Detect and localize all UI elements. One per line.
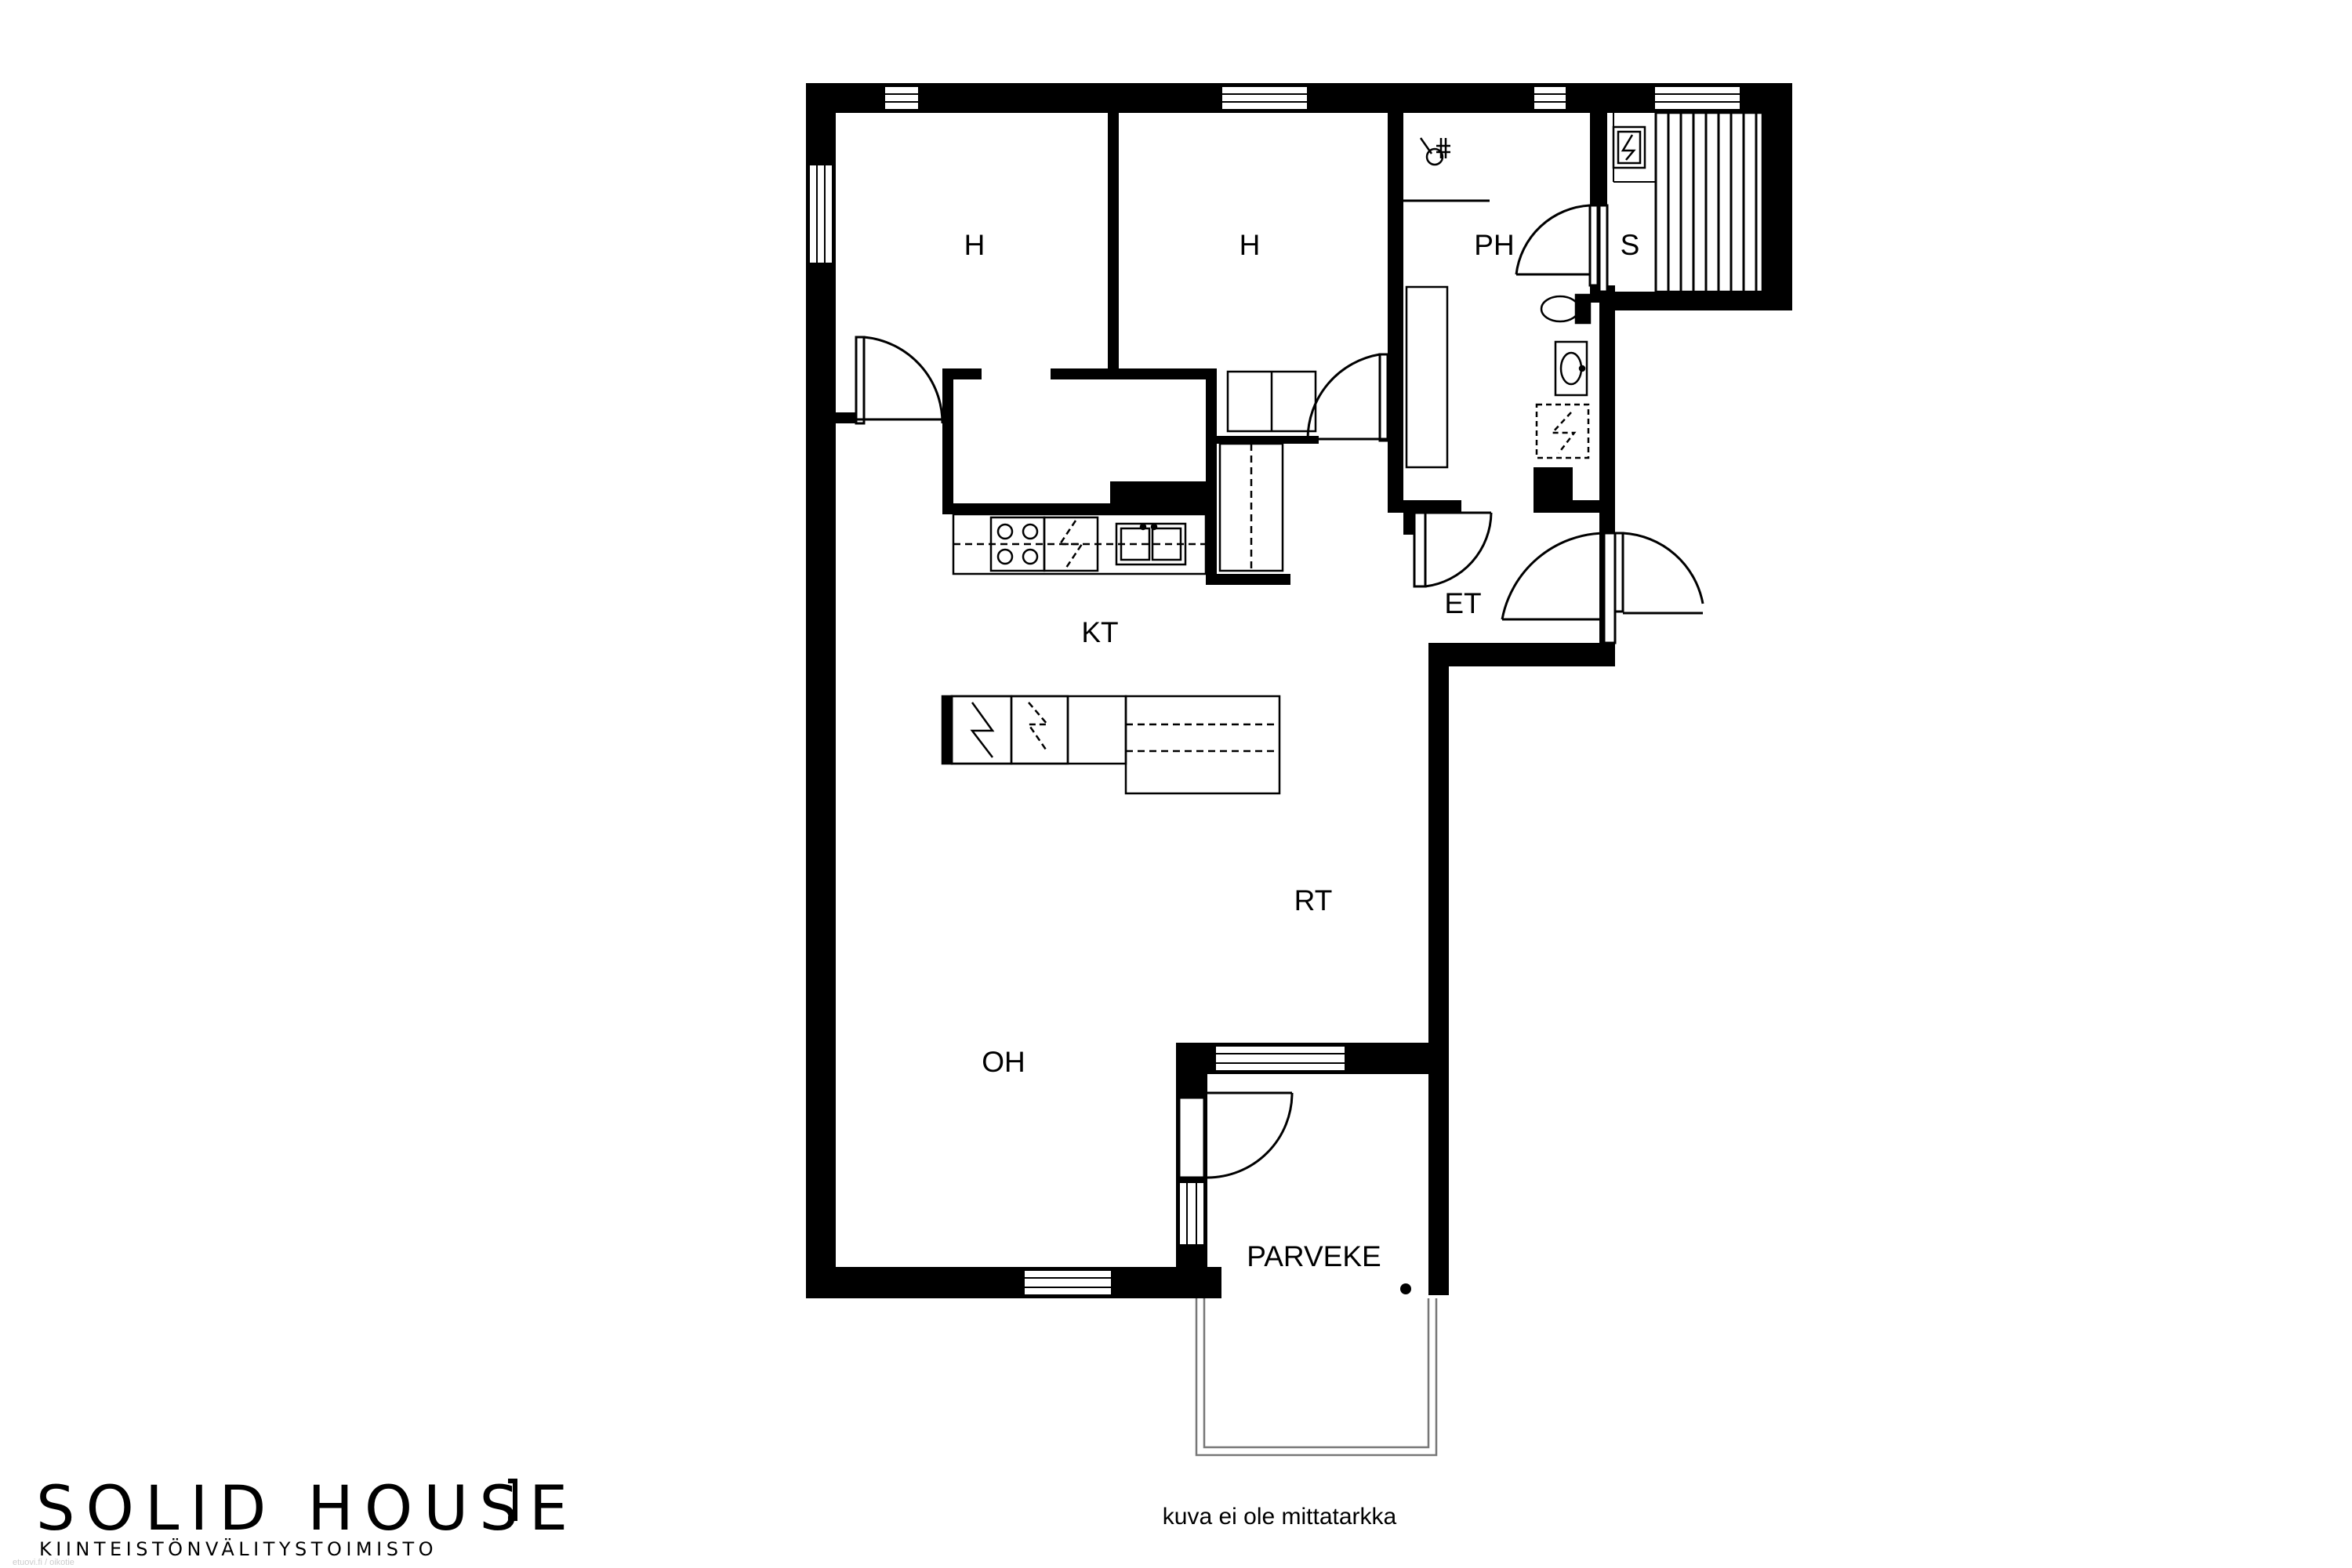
wall-bath-bottom [1388, 500, 1461, 513]
appliance-symbol [1058, 520, 1084, 568]
room-label-living-room: OH [982, 1046, 1025, 1078]
wall-right-sauna [1762, 83, 1792, 310]
freezer [1010, 695, 1069, 765]
washing-machine [1535, 403, 1590, 459]
window-bath-top [1533, 85, 1567, 111]
wall-bath-bottom-right [1534, 500, 1615, 513]
kitchen-island [941, 695, 1281, 795]
windows [808, 85, 1741, 1296]
door-et-bath [1413, 511, 1493, 588]
window-bedroom1-left [808, 164, 833, 264]
stove-burner [996, 548, 1014, 565]
wardrobes [1218, 370, 1317, 572]
room-label-bedroom-1: H [964, 229, 985, 261]
appliance-symbol [970, 702, 995, 758]
scale-disclaimer: kuva ei ole mittatarkka [1162, 1504, 1397, 1530]
wall-closet-right [1206, 368, 1217, 582]
wall-bedrooms-divider [1108, 113, 1119, 368]
window-sauna-top [1653, 85, 1741, 111]
window-living-bottom [1023, 1269, 1112, 1296]
watermark: etuovi.fi / oikotie [13, 1558, 74, 1567]
dishwasher [1043, 516, 1099, 572]
wall-bath-right [1590, 113, 1599, 207]
kitchen-counter [952, 513, 1207, 575]
wall-bedroom1-bottom-mid [942, 368, 982, 379]
room-label-balcony: PARVEKE [1247, 1240, 1381, 1272]
stove-burner [1022, 523, 1039, 540]
bathroom-fixtures [1403, 137, 1592, 469]
window-bedroom2-top [1221, 85, 1308, 111]
door-entrance [1501, 532, 1704, 644]
wall-pantry-bottom [1206, 574, 1290, 585]
room-label-kitchen: KT [1081, 616, 1119, 648]
bath-cabinet [1405, 285, 1449, 469]
wall-sauna-bottom [1599, 292, 1792, 310]
wall-kitchen-block [1110, 481, 1217, 514]
door-balcony [1178, 1091, 1294, 1179]
room-label-sauna: S [1620, 229, 1640, 261]
doors [855, 204, 1704, 1179]
brand-bracket [508, 1479, 517, 1521]
brand-logo-title: SOLID HOUSE [36, 1474, 579, 1544]
wall-bedroom2-bottom [1051, 368, 1217, 379]
interior-walls [836, 113, 1615, 585]
door-sauna [1598, 204, 1609, 293]
sauna-bench-slats [1667, 113, 1758, 292]
room-label-bedroom-2: H [1239, 229, 1261, 261]
wall-bottom-left [806, 1267, 1221, 1298]
wall-top-main [806, 83, 1613, 113]
exterior-walls [806, 83, 1792, 1298]
toilet-icon [1540, 293, 1592, 325]
wall-balcony-right [1428, 1043, 1449, 1295]
wall-left [806, 83, 836, 1298]
room-label-bathroom: PH [1474, 229, 1515, 261]
balcony-outline [1195, 1298, 1438, 1457]
wall-et-top [1403, 513, 1414, 535]
wall-right-middle [1428, 643, 1449, 1062]
appliance-symbol [1026, 702, 1050, 750]
wall-bath-left [1388, 113, 1403, 513]
drain-icon [1400, 1283, 1411, 1294]
brand-logo-subtitle: KIINTEISTÖNVÄLITYSTOIMISTO [39, 1538, 437, 1560]
shower-icon [1419, 137, 1450, 166]
stove-burner [1022, 548, 1039, 565]
sink-icon [1554, 340, 1588, 397]
window-balcony-top [1214, 1045, 1346, 1072]
room-label-entrance: ET [1444, 587, 1482, 619]
wall-bedroom1-bottom-left [836, 412, 856, 423]
window-bedroom1-top [884, 85, 920, 111]
door-bedroom2 [1306, 353, 1389, 442]
wall-pantry-top [1217, 436, 1319, 444]
sauna-bench [1654, 111, 1764, 293]
wall-et-bottom [1428, 643, 1615, 666]
kitchen-sink [1115, 522, 1187, 566]
door-bedroom1 [855, 336, 944, 425]
stove-burner [996, 523, 1014, 540]
wall-closet-left [942, 368, 953, 514]
room-label-living-area: RT [1294, 884, 1333, 916]
sauna-fixtures [1612, 111, 1764, 293]
window-balcony-left [1178, 1181, 1205, 1246]
door-bathroom [1515, 204, 1599, 287]
